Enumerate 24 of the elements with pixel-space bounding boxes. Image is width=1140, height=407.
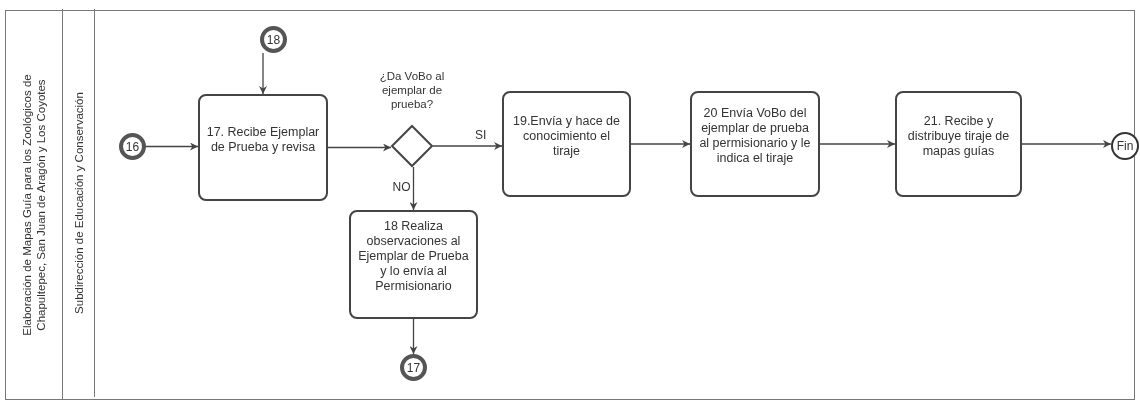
arrow — [819, 140, 896, 148]
connector-circle: 16 — [119, 133, 146, 160]
arrow — [1021, 140, 1112, 148]
process-box: 18 Realiza observaciones al Ejemplar de Prueba y lo envía al Permisionario — [349, 210, 478, 319]
end-circle: Fin — [1111, 132, 1139, 160]
arrow — [432, 142, 503, 150]
connector-circle: 17 — [400, 354, 427, 381]
lane-title: Subdirección de Educación y Conservación — [71, 91, 86, 316]
arrow — [259, 52, 267, 95]
connector-circle: 18 — [260, 26, 287, 53]
arrow — [409, 166, 418, 211]
arrow — [145, 142, 199, 151]
process-box: 21. Recibe y distribuye tiraje de mapas guías — [895, 91, 1022, 197]
process-box: 17. Recibe Ejemplar de Prueba y revisa — [198, 94, 328, 201]
arrow — [409, 318, 418, 355]
arrow — [327, 143, 392, 152]
edge-label: NO — [391, 180, 412, 194]
process-box: 19.Envía y hace de conocimiento el tiraje — [502, 91, 631, 197]
decision-diamond — [390, 124, 434, 168]
pool-title: Elaboración de Mapas Guía para los Zoológicos de Chapultepec, San Juan de Aragón y Los Coyotes — [20, 73, 48, 338]
process-box: 20 Envía VoBo del ejemplar de prueba al permisionario y le indica el tiraje — [690, 91, 820, 197]
edge-label: SI — [474, 129, 488, 142]
decision-question: ¿Da VoBo al ejemplar de prueba? — [378, 69, 446, 111]
arrow — [630, 140, 691, 148]
